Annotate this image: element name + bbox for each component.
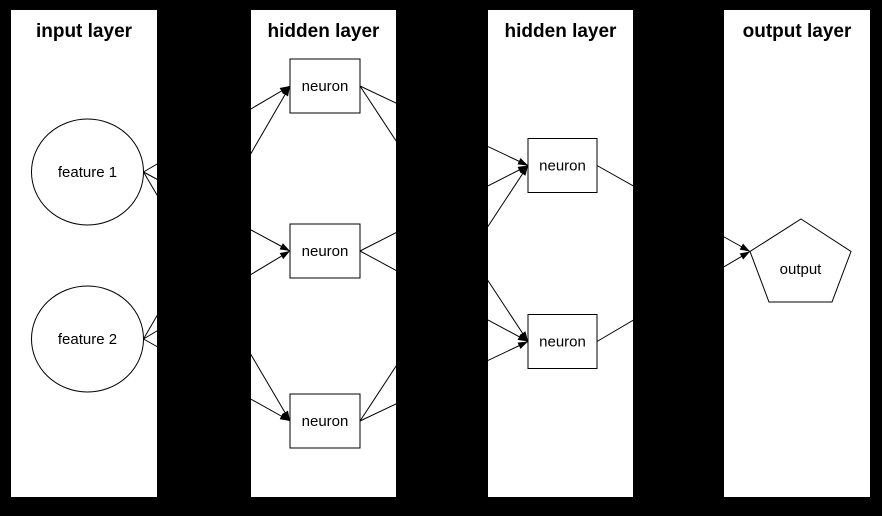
- node-hidden2-neuron-2: [527, 314, 598, 369]
- panel-input-layer: [11, 10, 157, 497]
- edge-h1n3-h2n2: [359, 341, 529, 422]
- node-label-feature-2: feature 2: [58, 331, 117, 348]
- node-hidden1-neuron-2: [289, 223, 361, 279]
- edge-feature1-h1n1: [143, 85, 291, 173]
- edges-group: [143, 85, 751, 422]
- panel-title-input-layer: input layer: [36, 21, 133, 42]
- node-label-hidden2-neuron-1: neuron: [539, 158, 586, 175]
- panel-title-output-layer: output layer: [743, 21, 852, 42]
- edge-feature2-h1n2: [143, 250, 291, 340]
- edge-h2n2-out: [596, 251, 751, 342]
- node-label-hidden1-neuron-2: neuron: [302, 243, 349, 260]
- node-label-hidden1-neuron-3: neuron: [302, 413, 349, 430]
- edge-h1n1-h2n2: [359, 85, 529, 342]
- node-hidden1-neuron-1: [289, 58, 361, 114]
- node-output: [749, 218, 852, 303]
- edge-h1n1-h2n1: [359, 85, 529, 166]
- edge-feature2-h1n3: [143, 338, 291, 422]
- edge-feature1-h1n3: [143, 171, 291, 422]
- node-label-hidden2-neuron-2: neuron: [539, 334, 586, 351]
- node-label-hidden1-neuron-1: neuron: [302, 78, 349, 95]
- panel-title-hidden-layer-1: hidden layer: [268, 21, 381, 42]
- edge-feature1-h1n2: [143, 171, 291, 252]
- edge-h1n2-h2n2: [359, 250, 529, 342]
- edge-h2n1-out: [596, 165, 751, 252]
- node-hidden2-neuron-1: [527, 138, 598, 193]
- panel-hidden-layer-2: [488, 10, 633, 497]
- panel-title-hidden-layer-2: hidden layer: [505, 21, 618, 42]
- node-label-feature-1: feature 1: [58, 164, 117, 181]
- edge-feature2-h1n1: [143, 85, 291, 340]
- node-feature-2: [31, 285, 144, 393]
- node-label-output: output: [780, 261, 823, 278]
- edge-h1n3-h2n1: [359, 165, 529, 422]
- node-hidden1-neuron-3: [289, 393, 361, 449]
- node-feature-1: [31, 118, 144, 226]
- edge-h1n2-h2n1: [359, 165, 529, 252]
